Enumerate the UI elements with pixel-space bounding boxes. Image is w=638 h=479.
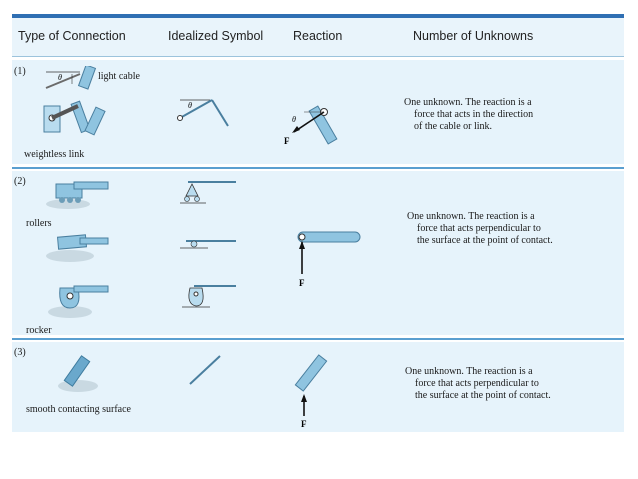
table-row-2 — [12, 171, 624, 335]
roller-and-rocker-symbols — [180, 181, 236, 308]
header-reaction: Reaction — [293, 29, 343, 43]
row-separator — [12, 338, 624, 340]
description-line: One unknown. The reaction is a — [404, 97, 532, 108]
theta-label: θ — [58, 73, 62, 82]
theta-label: θ — [292, 115, 296, 124]
roller-reaction-diagram: F — [297, 231, 361, 288]
row-number: (1) — [14, 66, 26, 77]
top-rule — [12, 14, 624, 18]
label-weightless-link: weightless link — [24, 149, 85, 160]
row-number: (2) — [14, 176, 26, 187]
header-idealized-symbol: Idealized Symbol — [168, 29, 264, 43]
header-number-of-unknowns: Number of Unknowns — [413, 29, 534, 43]
description-line: force that acts in the direction — [414, 109, 534, 120]
cable-and-link-illustration: θ — [43, 66, 106, 136]
label-light-cable: light cable — [98, 71, 140, 82]
force-label: F — [299, 278, 305, 288]
theta-label: θ — [188, 101, 192, 110]
description-line: force that acts perpendicular to — [415, 378, 539, 389]
link-symbol: θ — [177, 99, 229, 127]
description-line: One unknown. The reaction is a — [407, 211, 535, 222]
rollers-and-rocker-illustration — [46, 181, 109, 318]
description-line: the surface at the point of contact. — [415, 390, 551, 401]
row-number: (3) — [14, 347, 26, 358]
smooth-surface-reaction-diagram: F — [294, 354, 328, 429]
label-rocker: rocker — [26, 325, 52, 336]
force-label: F — [301, 419, 307, 429]
smooth-surface-illustration — [58, 355, 98, 392]
description-row-3: One unknown. The reaction is a force tha… — [405, 366, 551, 402]
table-header: Type of Connection Idealized Symbol Reac… — [12, 18, 624, 57]
smooth-surface-symbol — [189, 355, 221, 385]
header-type-of-connection: Type of Connection — [18, 29, 126, 43]
label-smooth-contacting-surface: smooth contacting surface — [26, 404, 131, 415]
row-separator — [12, 167, 624, 169]
description-row-2: One unknown. The reaction is a force tha… — [407, 211, 553, 247]
force-label: F — [284, 136, 290, 146]
link-reaction-diagram: θ F — [284, 105, 338, 146]
description-line: the surface at the point of contact. — [417, 235, 553, 246]
label-rollers: rollers — [26, 218, 52, 229]
description-line: of the cable or link. — [414, 121, 493, 132]
description-line: One unknown. The reaction is a — [405, 366, 533, 377]
description-row-1: One unknown. The reaction is a force tha… — [404, 97, 533, 133]
description-line: force that acts perpendicular to — [417, 223, 541, 234]
